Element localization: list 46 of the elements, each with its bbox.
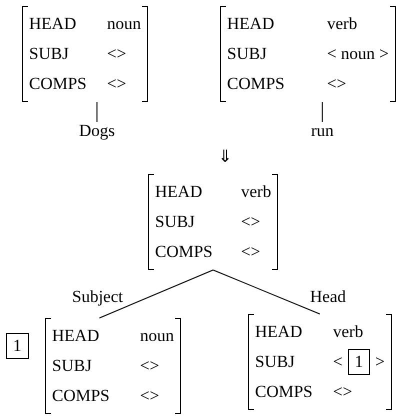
tag-box: 1: [6, 333, 28, 359]
feature-name: COMPS: [155, 241, 214, 263]
feature-value: verb: [327, 13, 358, 35]
feature-value: verb: [241, 181, 272, 203]
word-label: Dogs: [79, 122, 115, 140]
feature-value: <>: [327, 73, 346, 95]
feature-value: <>: [241, 241, 260, 263]
tag-box: 1: [348, 349, 370, 375]
feature-matrix: [148, 174, 278, 270]
feature-value: <>: [107, 73, 126, 95]
feature-name: HEAD: [255, 321, 304, 343]
derivation-symbol: ⇓: [218, 146, 232, 167]
feature-name: COMPS: [29, 73, 88, 95]
feature-value: < noun >: [327, 43, 389, 65]
tree-line: [96, 102, 98, 122]
feature-matrix: [22, 6, 148, 102]
tree-line: [98, 270, 214, 318]
edge-label: Subject: [72, 288, 123, 306]
feature-matrix: [45, 318, 181, 414]
feature-name: SUBJ: [227, 43, 268, 65]
feature-matrix: [248, 314, 392, 410]
feature-name: HEAD: [52, 325, 100, 347]
word-label: run: [311, 122, 334, 140]
feature-name: SUBJ: [155, 211, 196, 233]
feature-value: <: [333, 351, 343, 373]
feature-value: <>: [333, 381, 352, 403]
feature-value: noun: [107, 13, 141, 35]
tree-line: [322, 102, 323, 122]
feature-value: <>: [107, 43, 126, 65]
feature-value: <>: [241, 211, 260, 233]
feature-name: HEAD: [227, 13, 276, 35]
feature-name: HEAD: [155, 181, 204, 203]
feature-name: COMPS: [52, 385, 111, 407]
feature-name: COMPS: [227, 73, 286, 95]
feature-value: noun: [140, 325, 174, 347]
feature-name: COMPS: [255, 381, 314, 403]
feature-matrix: [220, 6, 396, 102]
feature-name: SUBJ: [255, 351, 296, 373]
feature-value: <>: [140, 355, 160, 377]
feature-name: HEAD: [29, 13, 78, 35]
feature-value: <>: [140, 385, 160, 407]
feature-value: verb: [333, 321, 364, 343]
feature-name: SUBJ: [29, 43, 70, 65]
feature-name: SUBJ: [52, 355, 93, 377]
feature-value: >: [375, 351, 385, 373]
tree-line: [212, 270, 320, 314]
